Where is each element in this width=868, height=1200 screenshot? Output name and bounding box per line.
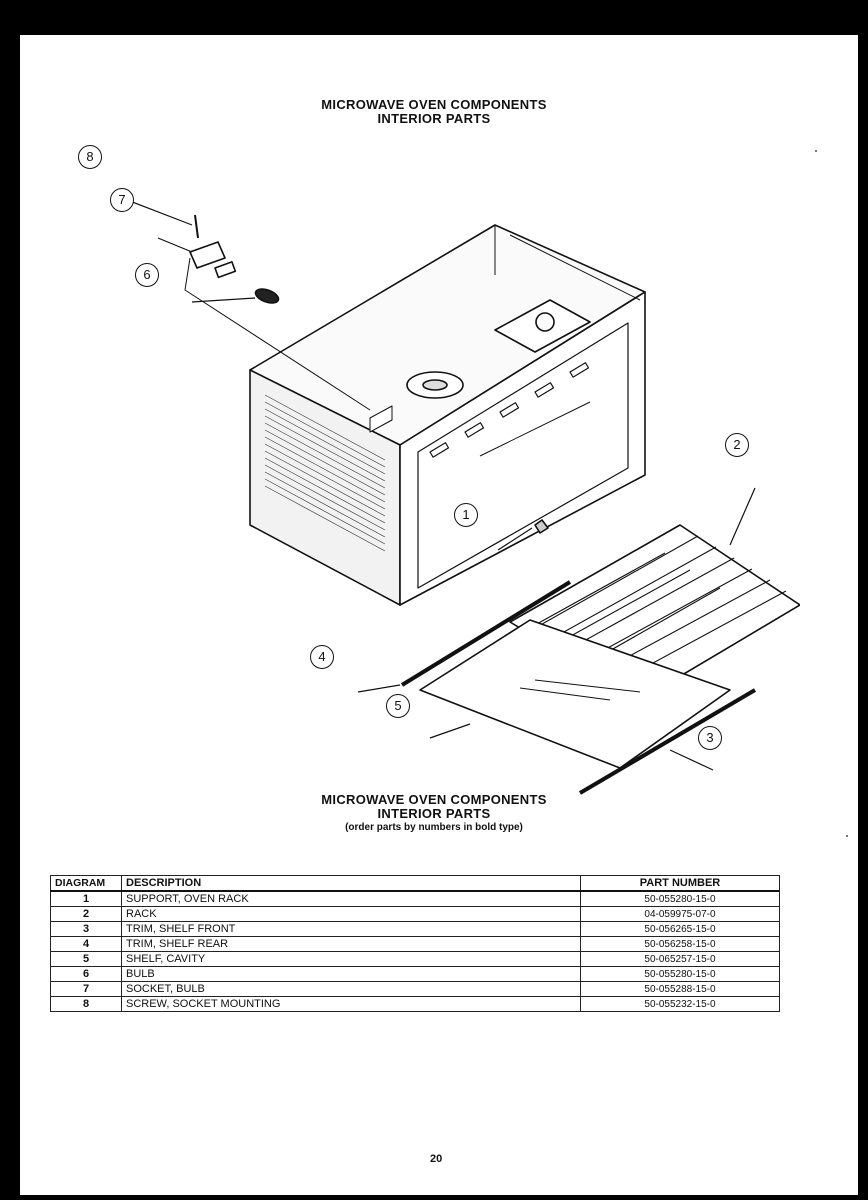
callout-8: 8 [78,145,102,169]
callout-2: 2 [725,433,749,457]
leader-lines [121,197,756,771]
diagram-number-cell: 8 [50,996,122,1012]
callout-3: 3 [698,726,722,750]
column-header-description: DESCRIPTION [121,875,581,892]
description-cell: SUPPORT, OVEN RACK [121,890,581,907]
description-cell: BULB [121,966,581,982]
diagram-number-cell: 7 [50,981,122,997]
column-header-part-number: PART NUMBER [580,875,780,892]
scan-speck [846,835,848,837]
column-header-diagram: DIAGRAM [50,875,122,892]
diagram-title: MICROWAVE OVEN COMPONENTS INTERIOR PARTS [20,98,848,126]
page-number: 20 [430,1153,443,1165]
trim-shelf-front [578,688,757,795]
table-title: MICROWAVE OVEN COMPONENTS INTERIOR PARTS… [20,793,848,834]
exploded-parts-diagram [121,197,800,795]
cavity-shelf [419,619,731,769]
diagram-title-line2: INTERIOR PARTS [377,111,491,126]
table-subtitle: (order parts by numbers in bold type) [345,822,523,833]
part-number-cell: 50-056265-15-0 [580,921,780,937]
diagram-number-cell: 6 [50,966,122,982]
bulb-assembly [184,214,371,411]
diagram-number-cell: 5 [50,951,122,967]
callout-4: 4 [310,645,334,669]
part-number-cell: 50-056258-15-0 [580,936,780,952]
callout-1: 1 [454,503,478,527]
description-cell: TRIM, SHELF REAR [121,936,581,952]
table-title-line1: MICROWAVE OVEN COMPONENTS [321,792,547,807]
part-number-cell: 50-055288-15-0 [580,981,780,997]
diagram-number-cell: 4 [50,936,122,952]
diagram-title-line1: MICROWAVE OVEN COMPONENTS [321,97,547,112]
oven-cabinet [249,224,646,606]
part-number-cell: 50-055280-15-0 [580,966,780,982]
part-number-cell: 04-059975-07-0 [580,906,780,922]
diagram-number-cell: 2 [50,906,122,922]
description-cell: RACK [121,906,581,922]
description-cell: SCREW, SOCKET MOUNTING [121,996,581,1012]
part-number-cell: 50-055232-15-0 [580,996,780,1012]
description-cell: SOCKET, BULB [121,981,581,997]
trim-shelf-rear [400,580,572,687]
manual-page: MICROWAVE OVEN COMPONENTS INTERIOR PARTS [20,35,858,1195]
description-cell: SHELF, CAVITY [121,951,581,967]
table-title-line2: INTERIOR PARTS [377,806,491,821]
table-header-row: DIAGRAM DESCRIPTION PART NUMBER [50,875,780,892]
callout-6: 6 [135,263,159,287]
description-cell: TRIM, SHELF FRONT [121,921,581,937]
callout-7: 7 [110,188,134,212]
diagram-number-cell: 1 [50,890,122,907]
scan-speck [815,150,817,152]
diagram-number-cell: 3 [50,921,122,937]
part-number-cell: 50-055280-15-0 [580,890,780,907]
part-number-cell: 50-065257-15-0 [580,951,780,967]
callout-5: 5 [386,694,410,718]
